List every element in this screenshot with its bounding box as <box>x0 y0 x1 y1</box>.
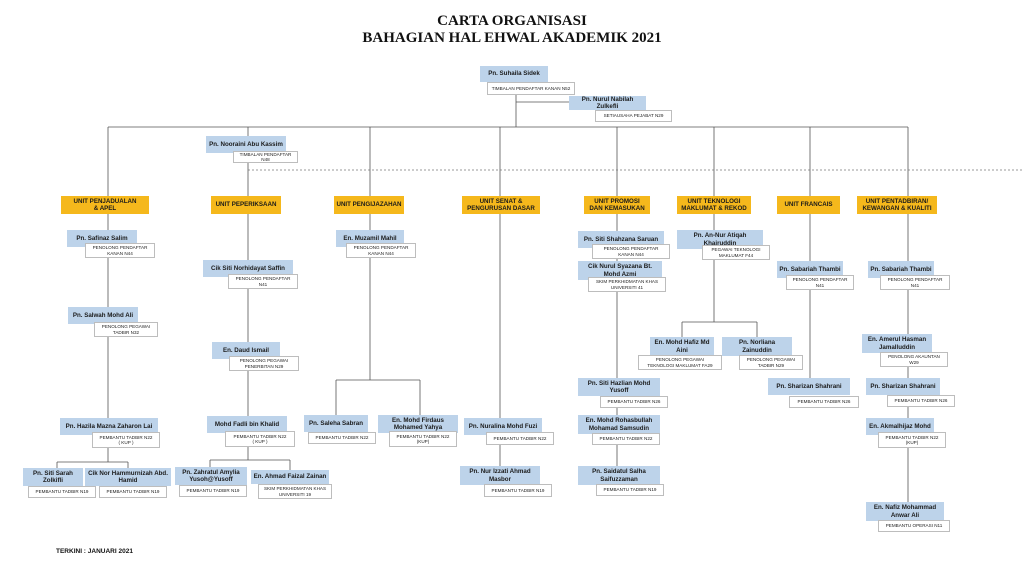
staff-post: PEMBANTU OPERASI N11 <box>878 520 950 532</box>
staff-post: PEMBANTU TADBIR N22 (KUP) <box>878 432 946 448</box>
staff-name: Mohd Fadli bin Khalid <box>207 416 287 433</box>
staff-name: Pn. Safinaz Salim <box>67 230 137 247</box>
staff-name: Pn. Siti Hazlian Mohd Yusoff <box>578 378 660 396</box>
staff-post: PENOLONG PEGAWAI TEKNOLOGI MAKLUMAT FA29 <box>638 355 722 370</box>
last-updated-label: TERKINI : JANUARI 2021 <box>56 548 133 555</box>
staff-name: Cik Nurul Syazana Bt. Mohd Azmi <box>578 261 662 280</box>
secretary-name: Pn. Nurul Nabilah Zulkefli <box>569 96 646 110</box>
staff-name: Pn. Salwah Mohd Ali <box>68 307 138 324</box>
staff-post: PEMBANTU TADBIR N19 <box>28 486 96 498</box>
staff-post: PEMBANTU TADBIR N19 <box>596 484 664 496</box>
chart-title-line-2: BAHAGIAN HAL EHWAL AKADEMIK 2021 <box>362 30 662 46</box>
staff-name: Pn. Sharizan Shahrani <box>768 378 850 395</box>
staff-post: PEMBANTU TADBIR N22 ( KUP ) <box>225 431 295 447</box>
unit-penjadualan: UNIT PENJADUALAN & APEL <box>61 196 149 214</box>
staff-name: Pn. Saleha Sabran <box>304 415 368 432</box>
staff-post: PENOLONG PEGAWAI TADBIR N32 <box>94 322 158 337</box>
unit-teknologi: UNIT TEKNOLOGI MAKLUMAT & REKOD <box>677 196 751 214</box>
unit-peperiksaan: UNIT PEPERIKSAAN <box>211 196 281 214</box>
staff-name: En. Akmalhijaz Mohd <box>866 418 934 435</box>
staff-name: Pn. Nur Izzati Ahmad Masbor <box>460 466 540 485</box>
unit-pentadbiran: UNIT PENTADBIRAN/ KEWANGAN & KUALITI <box>857 196 937 214</box>
staff-name: Pn. An-Nur Atiqah Khairuddin <box>677 230 763 249</box>
staff-post: PEMBANTU TADBIR N22 ( KUP ) <box>92 432 160 448</box>
staff-name: En. Mohd Hafiz Md Aini <box>650 337 714 356</box>
staff-post: PEMBANTU TADBIR N19 <box>484 484 552 497</box>
chart-title-line-1: CARTA ORGANISASI <box>437 13 587 29</box>
staff-name: Pn. Sabariah Thambi <box>777 261 843 278</box>
staff-name: En. Mohd Firdaus Mohamed Yahya <box>378 415 458 433</box>
staff-name: Pn. Siti Sarah Zolkifli <box>23 468 83 486</box>
staff-post: PENOLONG PENDAFTAR N41 <box>786 275 854 290</box>
staff-post: PEMBANTU TADBIR N26 <box>887 395 955 407</box>
staff-post: PEMBANTU TADBIR N22 (KUP) <box>389 431 457 447</box>
staff-name: En. Mohd Rohasbullah Mohamad Samsudin <box>578 415 660 434</box>
unit-senat: UNIT SENAT & PENGURUSAN DASAR <box>462 196 540 214</box>
unit-francais: UNIT FRANCAIS <box>777 196 840 214</box>
staff-post: SKIM PERKHIDMATAN KHAS UNIVERSITI 41 <box>588 277 666 292</box>
unit-pengijazahan: UNIT PENGIJAZAHAN <box>334 196 404 214</box>
staff-name: Pn. Hazila Mazna Zaharon Lai <box>60 418 158 435</box>
staff-post: PEMBANTU TADBIR N19 <box>99 486 167 498</box>
staff-post: PEGAWAI TEKNOLOGI MAKLUMAT F44 <box>702 245 770 260</box>
staff-name: Cik Nor Hammurnizah Abd. Hamid <box>85 468 171 486</box>
staff-post: PENOLONG PEGAWAI PENERBITAN N29 <box>229 356 299 371</box>
staff-name: Pn. Sharizan Shahrani <box>866 378 940 395</box>
staff-post: SKIM PERKHIDMATAN KHAS UNIVERSITI 19 <box>258 484 332 499</box>
staff-post: PENOLONG PENDAFTAR KANAN N44 <box>346 243 416 258</box>
staff-name: Pn. Nuralina Mohd Fuzi <box>464 418 542 435</box>
staff-post: PEMBANTU TADBIR N22 <box>592 433 660 445</box>
staff-post: PENOLONG PENDAFTAR KANAN N44 <box>85 243 155 258</box>
deputy-name: Pn. Nooraini Abu Kassim <box>206 136 286 153</box>
staff-post: PENOLONG PENDAFTAR N41 <box>228 274 298 289</box>
staff-name: En. Ahmad Faizal Zainan <box>251 470 329 484</box>
staff-name: Pn. Norliana Zainuddin <box>722 337 792 356</box>
secretary-post: SETIAUSAHA PEJABAT N29 <box>595 110 672 122</box>
staff-name: En. Nafiz Mohammad Anwar Ali <box>866 502 944 521</box>
staff-name: En. Muzamil Mahil <box>336 230 404 247</box>
head-name: Pn. Suhaila Sidek <box>480 66 548 82</box>
unit-promosi: UNIT PROMOSI DAN KEMASUKAN <box>584 196 650 214</box>
staff-name: Pn. Sabariah Thambi <box>868 261 934 278</box>
staff-post: PEMBANTU TADBIR N22 <box>486 432 554 445</box>
staff-name: En. Daud Ismail <box>212 342 280 359</box>
staff-post: PEMBANTU TADBIR N26 <box>600 396 668 408</box>
staff-name: Pn. Saidatul Salha Saifuzzaman <box>578 466 660 485</box>
staff-name: Pn. Zahratul Amylia Yusoh@Yusoff <box>175 467 247 485</box>
staff-post: PENOLONG PENDAFTAR KANAN N44 <box>592 244 670 259</box>
staff-post: PEMBANTU TADBIR N19 <box>179 485 247 497</box>
head-post: TIMBALAN PENDAFTAR KANAN N52 <box>487 82 575 95</box>
staff-name: Pn. Siti Shahzana Saruan <box>578 231 664 248</box>
staff-post: PEMBANTU TADBIR N26 <box>789 396 859 408</box>
staff-post: PENOLONG PEGAWAI TADBIR N29 <box>739 355 803 370</box>
staff-post: PENOLONG PENDAFTAR N41 <box>880 275 950 290</box>
staff-post: PEMBANTU TADBIR N22 <box>308 432 376 444</box>
staff-post: PENOLONG AKAUNTAN W29 <box>880 352 948 367</box>
staff-name: En. Amerul Hasman Jamalluddin <box>862 334 932 353</box>
staff-name: Cik Siti Norhidayat Saffin <box>203 260 293 277</box>
deputy-post: TIMBALAN PENDAFTAR N48 <box>233 151 298 163</box>
